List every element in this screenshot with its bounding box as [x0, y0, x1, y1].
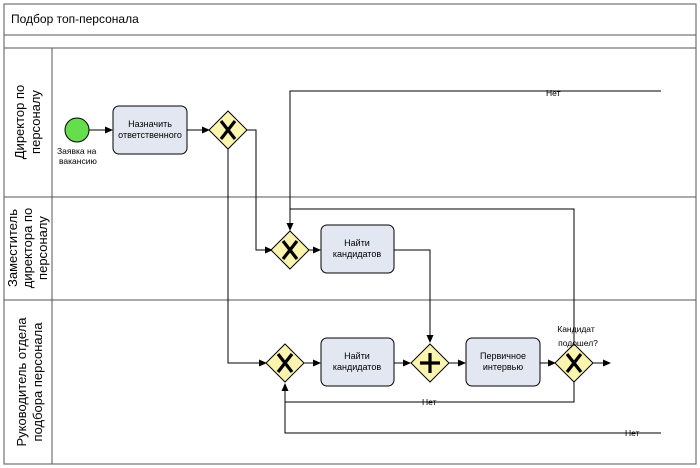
task-interview[interactable]: Первичное интервью: [465, 337, 541, 387]
flow-no-middle-loop: [281, 382, 575, 403]
lane-label-director-line1: Директор по: [12, 85, 27, 160]
task-interview-line2: интервью: [483, 362, 523, 372]
lane-label-deputy-line3: персоналу: [35, 216, 50, 280]
flow-label-no-top: Нет: [546, 88, 561, 98]
lane-label-head-line1: Руководитель отдела: [14, 317, 29, 447]
lane-label-head-line2: подбора персонала: [30, 322, 45, 442]
start-event-label-line1: Заявка на: [57, 146, 97, 156]
task-find-head-line2: кандидатов: [333, 362, 381, 372]
task-interview-line1: Первичное: [480, 351, 526, 361]
flow-gateway1-to-gateway3: [227, 149, 267, 367]
task-interview-box[interactable]: [465, 337, 541, 387]
pool-title: Подбор топ-персонала: [11, 12, 139, 26]
lane-label-deputy: Заместитель директора по персоналу: [5, 208, 50, 289]
exclusive-gateway-1-x-icon: [219, 120, 237, 140]
lane-label-director-line2: персоналу: [28, 90, 43, 154]
task-find-head[interactable]: Найти кандидатов: [320, 337, 395, 387]
lane-label-director: Директор по персоналу: [12, 85, 43, 160]
task-assign-line2: ответственного: [118, 130, 182, 140]
task-find-deputy[interactable]: Найти кандидатов: [320, 224, 395, 274]
flow-gateway1-to-gateway2: [246, 129, 273, 254]
lane-label-deputy-line1: Заместитель: [5, 209, 20, 287]
decision-gateway[interactable]: [554, 343, 594, 383]
sequence-flows: [89, 90, 661, 434]
exclusive-gateway-1[interactable]: [208, 110, 248, 150]
lane-label-head: Руководитель отдела подбора персонала: [14, 317, 45, 447]
flow-label-no-middle: Нет: [422, 397, 437, 407]
flow-no-top-loop: [286, 90, 661, 231]
task-assign-line1: Назначить: [128, 119, 172, 129]
exclusive-gateway-2-x-icon: [281, 240, 299, 260]
decision-gateway-x-icon: [565, 353, 583, 373]
flow-decision-to-deputy-loop: [290, 208, 575, 345]
task-assign[interactable]: Назначить ответственного: [112, 105, 188, 155]
task-find-deputy-box[interactable]: [320, 224, 395, 274]
decision-label-line2: подошел?: [558, 338, 598, 348]
task-find-deputy-line1: Найти: [344, 238, 370, 248]
task-assign-box[interactable]: [112, 105, 188, 155]
exclusive-gateway-3[interactable]: [265, 343, 305, 383]
start-event-label-line2: вакансию: [59, 156, 97, 166]
parallel-gateway[interactable]: [410, 343, 450, 383]
flow-no-bottom-loop: [284, 402, 661, 434]
exclusive-gateway-3-x-icon: [276, 353, 294, 373]
task-find-head-box[interactable]: [320, 337, 395, 387]
exclusive-gateway-2[interactable]: [270, 230, 310, 270]
task-find-head-line1: Найти: [344, 351, 370, 361]
parallel-gateway-plus-icon: [420, 353, 440, 373]
start-event-circle[interactable]: [64, 117, 90, 143]
task-find-deputy-line2: кандидатов: [333, 249, 381, 259]
flow-find-deputy-to-parallel: [394, 249, 434, 343]
lane-label-deputy-line2: директора по: [20, 208, 35, 289]
flow-label-no-bottom: Нет: [625, 428, 640, 438]
decision-label-line1: Кандидат: [557, 324, 595, 334]
